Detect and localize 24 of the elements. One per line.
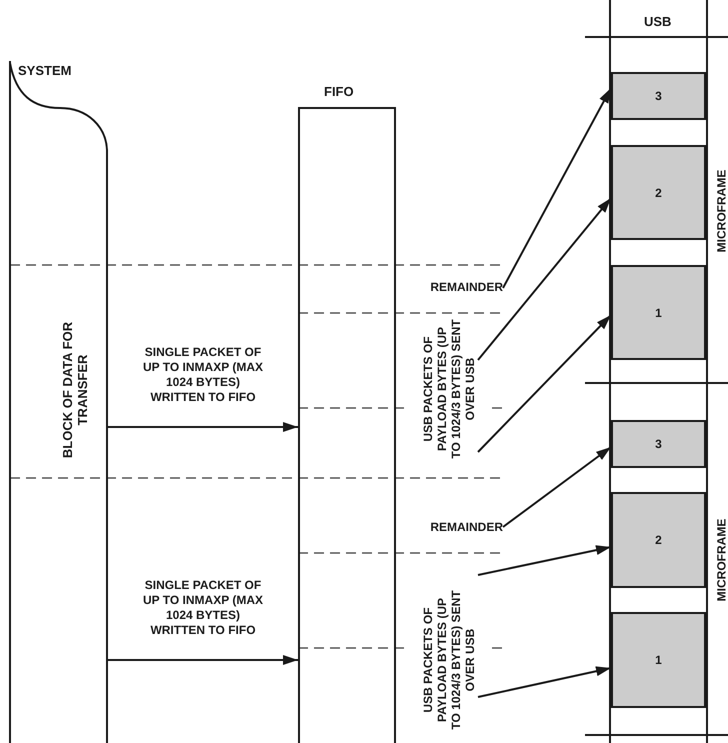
column-title: FIFO xyxy=(324,83,354,101)
packet-box: 3 xyxy=(611,72,706,120)
arrow xyxy=(502,88,612,288)
packet-description: USB PACKETS OF PAYLOAD BYTES (UP TO 1024/3 BYTES) SENT OVER USB xyxy=(421,318,477,460)
block-label: BLOCK OF DATA FOR TRANSFER xyxy=(60,320,90,460)
packet-box: 2 xyxy=(611,492,706,588)
arrow xyxy=(502,446,612,528)
arrow xyxy=(477,314,612,453)
column-title: USB xyxy=(644,13,672,31)
arrow xyxy=(108,655,298,665)
edge-label: SINGLE PACKET OF UP TO INMAXP (MAX 1024 BYTES) WRITTEN TO FIFO xyxy=(142,345,264,405)
arrow xyxy=(478,666,612,698)
packet-box: 1 xyxy=(611,612,706,708)
packet-box: 2 xyxy=(611,145,706,240)
packet-description: USB PACKETS OF PAYLOAD BYTES (UP TO 1024/3 BYTES) SENT OVER USB xyxy=(421,589,477,731)
arrow xyxy=(478,545,612,576)
edge-label: SINGLE PACKET OF UP TO INMAXP (MAX 1024 BYTES) WRITTEN TO FIFO xyxy=(142,578,264,638)
microframe-label: MICROFRAME xyxy=(716,169,728,252)
arrow xyxy=(108,422,298,432)
microframe-label: MICROFRAME xyxy=(716,518,728,601)
packet-box: 1 xyxy=(611,265,706,360)
packet-box: 3 xyxy=(611,420,706,468)
arrow xyxy=(477,197,612,361)
column-title: SYSTEM xyxy=(18,62,72,80)
